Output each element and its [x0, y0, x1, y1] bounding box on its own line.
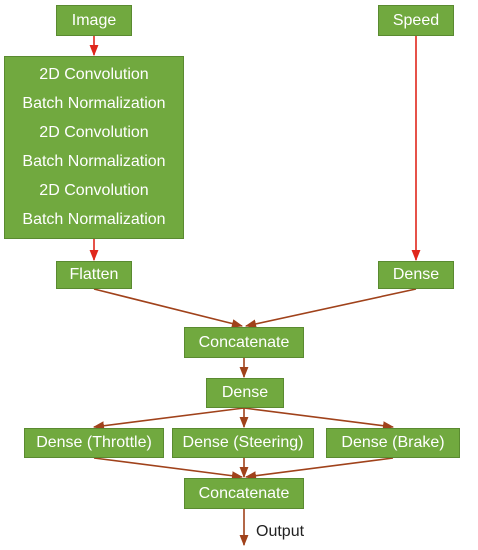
batchnorm-layer-1: Batch Normalization [22, 95, 166, 113]
dense-label-middle: Dense [221, 384, 269, 401]
conv-batchnorm-stack: 2D Convolution Batch Normalization 2D Co… [4, 56, 184, 239]
speed-input-node: Speed [378, 5, 454, 36]
conv-layer-3: 2D Convolution [39, 181, 149, 199]
conv-layer-1: 2D Convolution [39, 66, 149, 84]
dense-steering-node: Dense (Steering) [172, 428, 314, 458]
dense-throttle-node: Dense (Throttle) [24, 428, 164, 458]
speed-input-label: Speed [392, 11, 440, 29]
image-input-node: Image [56, 5, 132, 36]
arrow-throttle-to-concat [93, 457, 244, 481]
arrow-dense-speed-to-concat [244, 288, 417, 329]
flatten-label: Flatten [69, 266, 119, 283]
speed-dense-label: Dense [392, 266, 440, 283]
conv-layer-2: 2D Convolution [39, 124, 149, 142]
arrow-dense-to-brake [243, 407, 395, 431]
concatenate-node-1: Concatenate [184, 327, 304, 358]
dense-node-middle: Dense [206, 378, 284, 408]
concatenate-label-1: Concatenate [198, 333, 290, 351]
concatenate-label-2: Concatenate [198, 484, 290, 502]
flatten-node: Flatten [56, 261, 132, 289]
dense-steering-label: Dense (Steering) [182, 434, 304, 451]
dense-brake-label: Dense (Brake) [341, 434, 445, 451]
output-label: Output [256, 523, 305, 540]
dense-throttle-label: Dense (Throttle) [36, 434, 152, 451]
arrow-dense-to-throttle [92, 407, 245, 431]
batchnorm-layer-3: Batch Normalization [22, 210, 166, 228]
image-input-label: Image [71, 11, 117, 29]
batchnorm-layer-2: Batch Normalization [22, 152, 166, 170]
dense-brake-node: Dense (Brake) [326, 428, 460, 458]
concatenate-node-2: Concatenate [184, 478, 304, 509]
speed-dense-node: Dense [378, 261, 454, 289]
arrow-flatten-to-concat [93, 288, 244, 328]
arrow-brake-to-concat [244, 457, 394, 481]
